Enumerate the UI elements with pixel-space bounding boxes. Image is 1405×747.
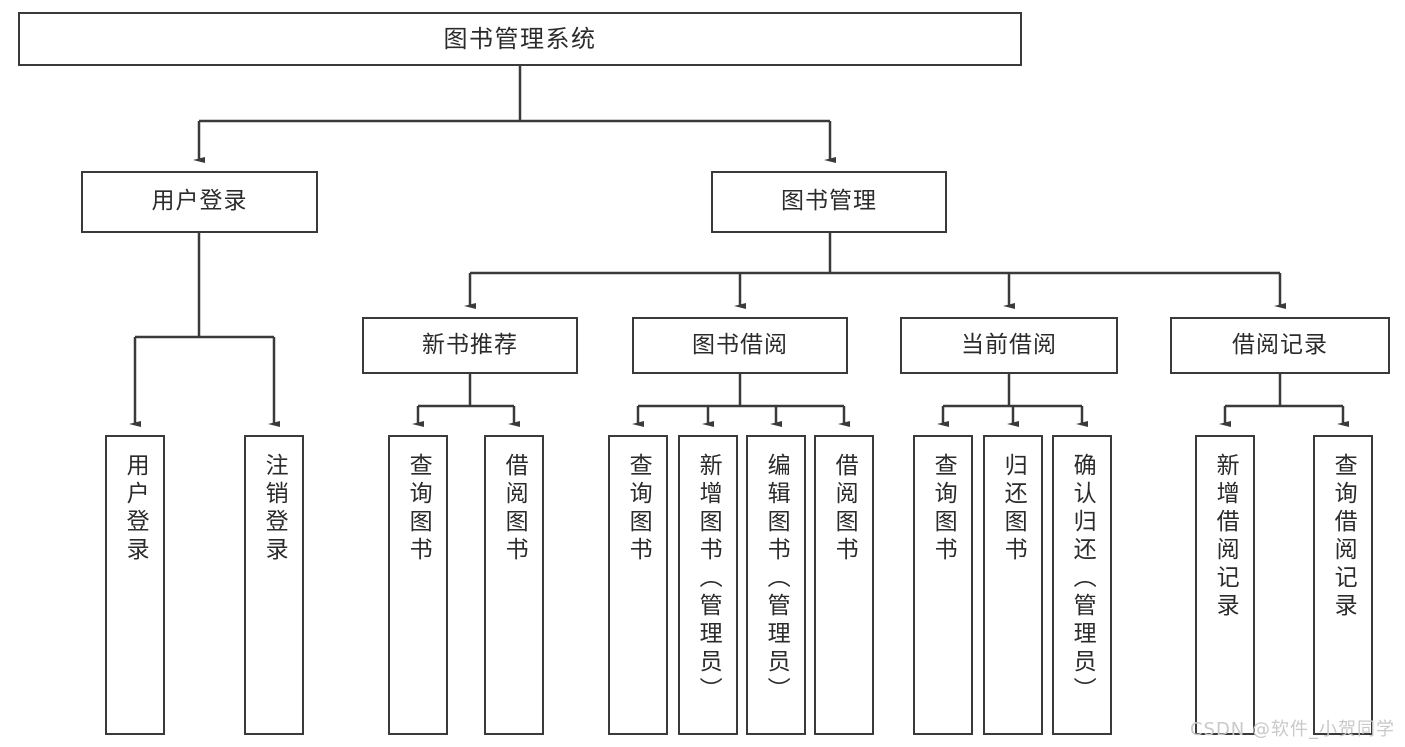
node-label: 借阅图书 — [831, 453, 858, 565]
watermark: CSDN @软件_小贺同学 — [1189, 719, 1395, 740]
leaf-query-book-current[interactable]: 查询图书 — [913, 435, 973, 735]
node-book-management[interactable]: 图书管理 — [711, 171, 947, 233]
leaf-borrow-book[interactable]: 借阅图书 — [814, 435, 874, 735]
node-label: 编辑图书（管理员） — [763, 453, 790, 705]
node-label: 图书借阅 — [692, 331, 788, 358]
node-label: 借阅记录 — [1232, 331, 1328, 358]
node-root-system[interactable]: 图书管理系统 — [18, 12, 1022, 66]
leaf-user-login[interactable]: 用户登录 — [105, 435, 165, 735]
node-user-login[interactable]: 用户登录 — [81, 171, 318, 233]
node-label: 新增借阅记录 — [1212, 453, 1239, 621]
leaf-query-book-borrow[interactable]: 查询图书 — [608, 435, 668, 735]
leaf-return-book[interactable]: 归还图书 — [983, 435, 1043, 735]
leaf-add-borrow-record[interactable]: 新增借阅记录 — [1195, 435, 1255, 735]
leaf-borrow-book-recommend[interactable]: 借阅图书 — [484, 435, 544, 735]
node-label: 当前借阅 — [961, 331, 1057, 358]
leaf-query-borrow-record[interactable]: 查询借阅记录 — [1313, 435, 1373, 735]
node-label: 归还图书 — [1000, 453, 1027, 565]
node-label: 图书管理系统 — [443, 24, 597, 53]
node-label: 借阅图书 — [501, 453, 528, 565]
leaf-query-book-recommend[interactable]: 查询图书 — [388, 435, 448, 735]
node-label: 用户登录 — [151, 188, 248, 215]
node-label: 新书推荐 — [422, 331, 518, 358]
node-label: 注销登录 — [261, 453, 288, 565]
leaf-logout[interactable]: 注销登录 — [244, 435, 304, 735]
node-label: 用户登录 — [122, 453, 149, 565]
leaf-confirm-return-admin[interactable]: 确认归还（管理员） — [1052, 435, 1112, 735]
node-label: 查询图书 — [625, 453, 652, 565]
node-new-book-recommend[interactable]: 新书推荐 — [362, 317, 578, 374]
node-book-borrow[interactable]: 图书借阅 — [632, 317, 848, 374]
node-current-borrow[interactable]: 当前借阅 — [900, 317, 1118, 374]
leaf-edit-book-admin[interactable]: 编辑图书（管理员） — [746, 435, 806, 735]
leaf-add-book-admin[interactable]: 新增图书（管理员） — [678, 435, 738, 735]
node-label: 查询图书 — [930, 453, 957, 565]
node-borrow-record[interactable]: 借阅记录 — [1170, 317, 1390, 374]
node-label: 查询借阅记录 — [1330, 453, 1357, 621]
node-label: 图书管理 — [781, 188, 877, 215]
node-label: 查询图书 — [405, 453, 432, 565]
node-label: 确认归还（管理员） — [1069, 453, 1096, 705]
node-label: 新增图书（管理员） — [695, 453, 722, 705]
